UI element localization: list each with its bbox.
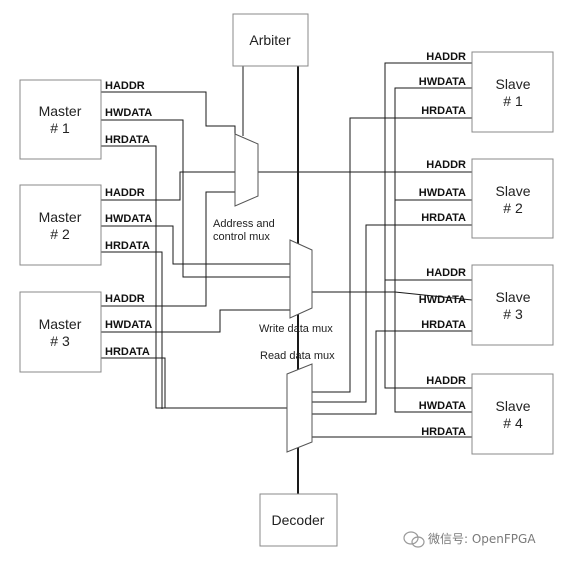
slave-2-block: Slave # 2 — [471, 158, 554, 239]
slave-1-number: # 1 — [503, 93, 523, 109]
s3-hrdata-label: HRDATA — [421, 319, 466, 331]
address-mux-label-line1: Address and — [213, 218, 275, 230]
wechat-icon — [403, 531, 425, 548]
m3-haddr-label: HADDR — [105, 293, 145, 305]
master-1-label: Master — [39, 103, 82, 119]
address-mux-label-line2: control mux — [213, 231, 270, 243]
read-data-mux: Read data mux — [260, 350, 335, 453]
s1-hwdata-label: HWDATA — [419, 76, 466, 88]
s2-hrdata-label: HRDATA — [421, 212, 466, 224]
master-3-number: # 3 — [50, 333, 70, 349]
s1-haddr-label: HADDR — [426, 51, 466, 63]
arbiter-block: Arbiter — [232, 13, 309, 67]
s2-haddr-label: HADDR — [426, 159, 466, 171]
s2-hwdata-label: HWDATA — [419, 187, 466, 199]
decoder-block: Decoder — [259, 493, 338, 547]
s1-hrdata-label: HRDATA — [421, 105, 466, 117]
watermark-text: 微信号: OpenFPGA — [428, 532, 536, 546]
write-mux-label: Write data mux — [259, 323, 333, 335]
decoder-label: Decoder — [272, 512, 325, 528]
m1-hwdata-label: HWDATA — [105, 107, 152, 119]
arbiter-label: Arbiter — [249, 32, 291, 48]
slave-1-label: Slave — [495, 76, 530, 92]
m1-haddr-label: HADDR — [105, 80, 145, 92]
m3-hrdata-label: HRDATA — [105, 346, 150, 358]
address-control-mux: Address and control mux — [213, 133, 275, 243]
slave-1-block: Slave # 1 — [471, 51, 554, 133]
write-data-mux: Write data mux — [259, 239, 333, 335]
slave-signal-labels: HADDR HWDATA HRDATA HADDR HWDATA HRDATA … — [419, 51, 466, 438]
watermark: 微信号: OpenFPGA — [403, 531, 536, 548]
master-3-label: Master — [39, 316, 82, 332]
s4-hrdata-label: HRDATA — [421, 426, 466, 438]
m2-hrdata-label: HRDATA — [105, 240, 150, 252]
slave-3-label: Slave — [495, 289, 530, 305]
master-2-block: Master # 2 — [19, 184, 102, 266]
master-1-block: Master # 1 — [19, 79, 102, 160]
read-mux-label: Read data mux — [260, 350, 335, 362]
master-3-block: Master # 3 — [19, 291, 102, 373]
s3-hwdata-label: HWDATA — [419, 294, 466, 306]
slave-4-label: Slave — [495, 398, 530, 414]
slave-4-block: Slave # 4 — [471, 373, 554, 455]
s4-hwdata-label: HWDATA — [419, 400, 466, 412]
master-signal-labels: HADDR HWDATA HRDATA HADDR HWDATA HRDATA … — [105, 80, 152, 358]
s3-haddr-label: HADDR — [426, 267, 466, 279]
slave-4-number: # 4 — [503, 415, 523, 431]
slave-2-number: # 2 — [503, 200, 523, 216]
m1-hrdata-label: HRDATA — [105, 134, 150, 146]
m2-haddr-label: HADDR — [105, 187, 145, 199]
slave-2-label: Slave — [495, 183, 530, 199]
m2-hwdata-label: HWDATA — [105, 213, 152, 225]
master-2-label: Master — [39, 209, 82, 225]
master-2-number: # 2 — [50, 226, 70, 242]
slave-3-block: Slave # 3 — [471, 264, 554, 346]
wires — [101, 62, 473, 494]
master-1-number: # 1 — [50, 120, 70, 136]
slave-3-number: # 3 — [503, 306, 523, 322]
s4-haddr-label: HADDR — [426, 375, 466, 387]
m3-hwdata-label: HWDATA — [105, 319, 152, 331]
